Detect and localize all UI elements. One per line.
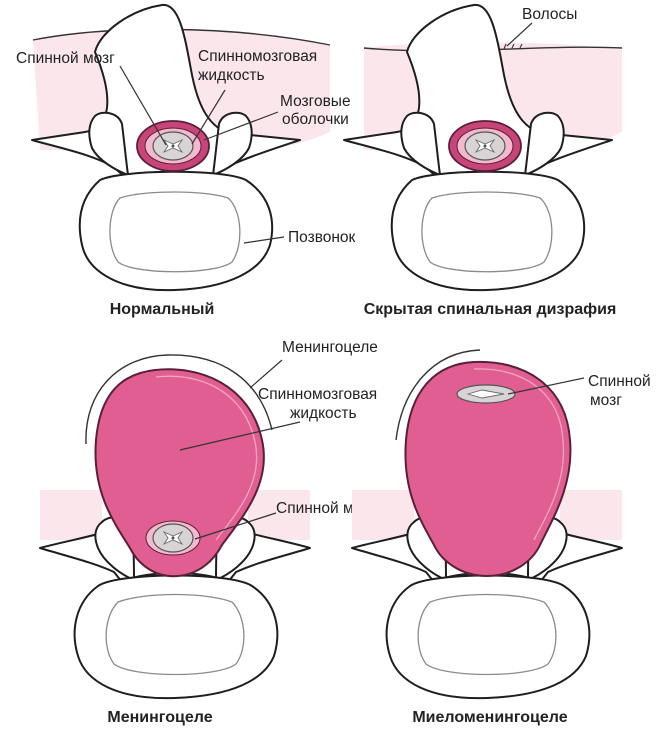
leader-vertebra: [243, 236, 285, 244]
caption-myelomeningocele: Миеломенингоцеле: [412, 709, 567, 726]
caption-occult: Скрытая спинальная дизрафия: [364, 301, 617, 318]
label-hair: Волосы: [522, 6, 577, 23]
label-spinal-cord: Спинной мозг: [276, 500, 375, 517]
leader-csf: [191, 89, 226, 145]
skin-layer: [40, 490, 102, 540]
leader-cord: [194, 512, 277, 540]
label-meninges-2: оболочки: [282, 111, 349, 128]
skin-over-sac: [85, 354, 273, 445]
leader-cord: [507, 377, 585, 395]
label-csf-1: Спинномозговая: [258, 386, 377, 403]
label-meninges-1: Мозговые: [280, 93, 351, 110]
panel-meningocele: Менингоцеле Спинномозговая жидкость Спин…: [39, 339, 378, 726]
caption-normal: Нормальный: [110, 301, 215, 318]
spinal-cord: [152, 131, 194, 161]
label-meningocele: Менингоцеле: [282, 339, 378, 356]
label-cord-2: мозг: [590, 392, 622, 409]
leader-hair: [506, 22, 533, 47]
meningeal-sac: [94, 368, 265, 578]
caption-meningocele: Менингоцеле: [107, 709, 212, 726]
leader-meningocele: [249, 359, 283, 389]
label-spinal-cord: Спинной мозг: [16, 50, 115, 67]
label-vertebra: Позвонок: [288, 229, 356, 246]
leader-csf: [179, 421, 301, 451]
label-cord-1: Спинной: [588, 373, 651, 390]
skin-layer: [352, 490, 414, 540]
leader-meninges: [203, 111, 279, 141]
panel-normal: Спинной мозг Спинномозговая жидкость Моз…: [16, 3, 356, 318]
panel-occult: Волосы Скрытая спинальная дизрафия: [343, 3, 623, 318]
spinal-cord: [152, 523, 194, 553]
panel-myelomeningocele: Спинной мозг Миеломенингоцеле: [351, 349, 651, 726]
skin-edge: [395, 349, 481, 441]
label-csf-2: жидкость: [198, 67, 265, 84]
leader-cord: [119, 65, 167, 146]
meningeal-sac: [404, 360, 572, 578]
label-csf-1: Спинномозговая: [198, 48, 317, 65]
label-csf-2: жидкость: [290, 405, 357, 422]
spinal-cord: [464, 131, 506, 161]
